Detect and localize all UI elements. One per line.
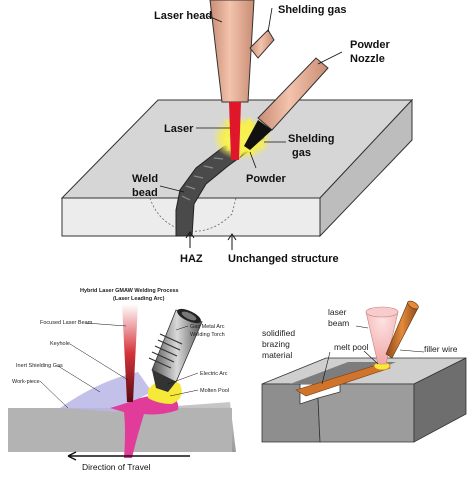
bl-label-molten-pool: Molten Pool bbox=[200, 388, 229, 394]
leader-laser-head bbox=[207, 15, 223, 23]
bl-label-electric-arc: Electric Arc bbox=[200, 371, 228, 377]
leader-shielding-top bbox=[267, 7, 273, 33]
br-label-solidified-1: solidified bbox=[262, 328, 295, 338]
bl-label-focused-laser-beam: Focused Laser Beam bbox=[40, 320, 93, 326]
leader-powder bbox=[249, 151, 257, 169]
br-label-solidified-2: brazing bbox=[262, 339, 290, 349]
bl-label-keyhole: Keyhole bbox=[50, 341, 70, 347]
bl-laser-beam bbox=[122, 304, 138, 402]
label-powder: Powder bbox=[246, 173, 286, 185]
bottom-right-diagram: laser beam solidified brazing material m… bbox=[261, 300, 467, 443]
bl-label-inert-shielding-gas: Inert Shielding Gas bbox=[16, 363, 63, 369]
br-block-side bbox=[413, 357, 467, 443]
bl-direction-arrow bbox=[67, 451, 190, 461]
label-shielding-gas-1: Shelding bbox=[288, 133, 334, 145]
leader-powder-nozzle bbox=[317, 51, 343, 65]
haz-arrow bbox=[185, 231, 195, 248]
bl-label-gas-metal-arc-1: Gas Metal Arc bbox=[190, 324, 225, 330]
br-label-laser-beam-1: laser bbox=[328, 307, 347, 317]
bl-title-line2: (Laser Leading Arc) bbox=[113, 296, 165, 302]
bl-welding-torch bbox=[148, 308, 203, 392]
unchanged-arrow bbox=[227, 233, 237, 250]
shielding-gas-nozzle bbox=[249, 29, 275, 59]
label-laser-head: Laser head bbox=[154, 10, 212, 22]
label-powder-nozzle-2: Nozzle bbox=[350, 53, 385, 65]
label-weld-bead-2: bead bbox=[132, 187, 158, 199]
plate-side-face bbox=[319, 98, 413, 238]
bl-title-line1: Hybrid Laser GMAW Welding Process bbox=[80, 288, 179, 294]
label-haz: HAZ bbox=[180, 253, 203, 265]
br-label-solidified-3: material bbox=[262, 350, 292, 360]
br-label-filler-wire: filler wire bbox=[424, 344, 458, 354]
bl-label-gas-metal-arc-2: Welding Torch bbox=[190, 332, 225, 338]
br-block-front-right bbox=[317, 383, 415, 443]
bl-label-direction-of-travel: Direction of Travel bbox=[82, 462, 151, 472]
br-label-melt-pool: melt pool bbox=[334, 342, 369, 352]
laser-beam bbox=[229, 102, 241, 160]
bl-keyhole-pool bbox=[110, 392, 179, 458]
powder-nozzle bbox=[257, 57, 329, 131]
label-laser: Laser bbox=[164, 123, 194, 135]
bottom-left-diagram: Hybrid Laser GMAW Welding Process (Laser… bbox=[8, 288, 236, 472]
top-diagram: Laser head Shelding gas Powder Nozzle La… bbox=[60, 0, 414, 265]
label-shielding-gas-top: Shelding gas bbox=[278, 4, 346, 16]
leader-weld-bead bbox=[159, 185, 185, 193]
bl-workpiece-base bbox=[8, 408, 232, 452]
label-unchanged-structure: Unchanged structure bbox=[228, 253, 339, 265]
br-label-laser-beam-2: beam bbox=[328, 318, 349, 328]
label-weld-bead-1: Weld bbox=[132, 173, 158, 185]
br-brazed-seam bbox=[295, 363, 391, 397]
label-shielding-gas-2: gas bbox=[292, 147, 311, 159]
powder-stream bbox=[244, 120, 272, 150]
label-powder-nozzle-1: Powder bbox=[350, 39, 390, 51]
bl-label-work-piece: Work-piece bbox=[12, 379, 40, 385]
laser-head bbox=[209, 0, 255, 103]
